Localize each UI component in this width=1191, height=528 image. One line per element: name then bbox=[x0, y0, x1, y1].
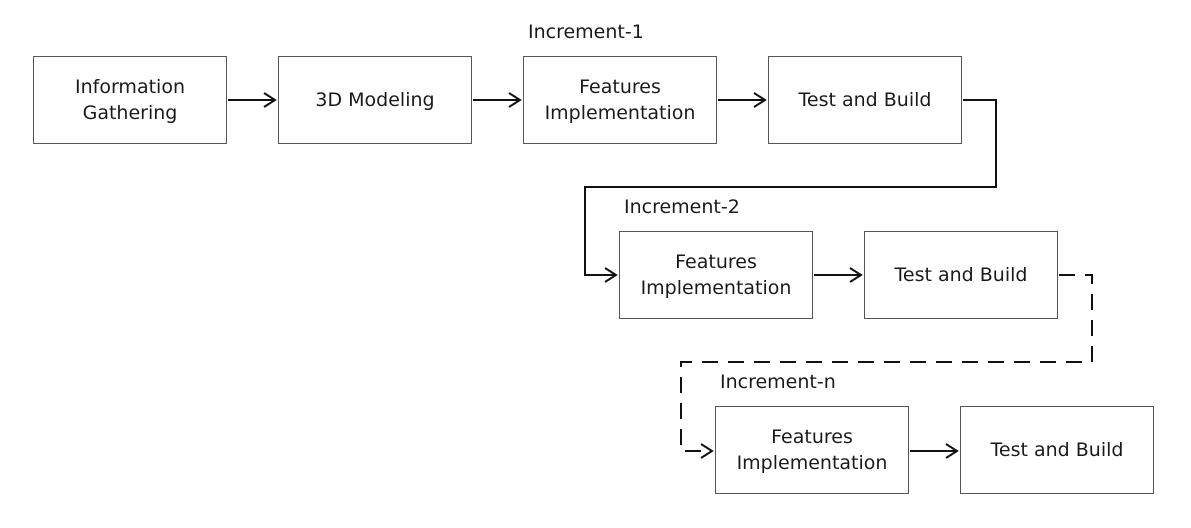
arrowhead bbox=[700, 443, 714, 459]
test-and-build-box-1: Test and Build bbox=[768, 56, 962, 144]
box-label-line1: 3D Modeling bbox=[315, 89, 435, 111]
box-label-line1: Features bbox=[579, 76, 661, 98]
arrowhead bbox=[508, 92, 522, 108]
arrowhead bbox=[753, 92, 767, 108]
box-label-line2: Gathering bbox=[82, 102, 178, 124]
box-label-line2: Implementation bbox=[544, 102, 696, 124]
increment-n-label: Increment-n bbox=[720, 371, 836, 393]
arrowhead bbox=[849, 267, 863, 283]
box-label-line1: Features bbox=[771, 426, 853, 448]
test-and-build-box-n: Test and Build bbox=[960, 406, 1154, 494]
arrowhead bbox=[263, 92, 277, 108]
box-label-line2: Implementation bbox=[736, 452, 888, 474]
box-label-line2: Implementation bbox=[640, 277, 792, 299]
box-label-line1: Test and Build bbox=[798, 89, 932, 111]
increment-2-label: Increment-2 bbox=[624, 196, 740, 218]
box-label-line1: Features bbox=[675, 251, 757, 273]
arrowhead bbox=[604, 267, 618, 283]
box-label-line1: Test and Build bbox=[894, 264, 1028, 286]
3d-modeling-box: 3D Modeling bbox=[278, 56, 472, 144]
box-label-line1: Information bbox=[75, 76, 185, 98]
increment-1-label: Increment-1 bbox=[528, 21, 644, 43]
arrowhead bbox=[945, 443, 959, 459]
box-label-line1: Test and Build bbox=[990, 439, 1124, 461]
test-and-build-box-2: Test and Build bbox=[864, 231, 1058, 319]
